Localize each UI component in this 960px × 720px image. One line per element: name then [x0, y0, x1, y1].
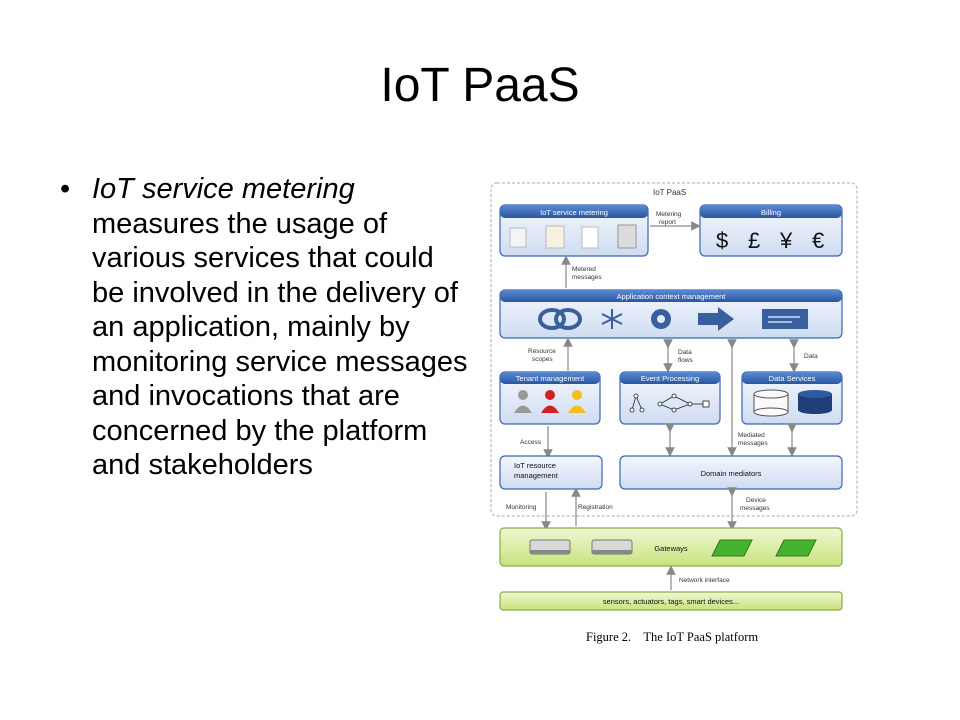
user-icon-red [541, 390, 559, 413]
data-services-title: Data Services [769, 374, 816, 383]
bullet-emphasis: IoT service metering [92, 173, 355, 205]
dollar-symbol: $ [716, 228, 728, 253]
data-flows-label-2: flows [678, 357, 694, 364]
slide-title: IoT PaaS [380, 59, 580, 112]
gear-icon [651, 309, 671, 329]
tenant-box: Tenant management [499, 371, 601, 425]
network-interface-label: Network interface [679, 577, 730, 584]
metered-messages-label-2: messages [572, 274, 602, 281]
yen-symbol: ¥ [779, 228, 793, 253]
app-context-title: Application context management [617, 292, 727, 301]
tenant-title: Tenant management [516, 374, 585, 383]
event-processing-box: Event Processing [619, 371, 721, 425]
sensors-box: sensors, actuators, tags, smart devices.… [499, 591, 843, 611]
gateways-title: Gateways [654, 544, 688, 553]
meter-icon-3 [581, 226, 599, 249]
server-icon-1 [529, 539, 571, 555]
bullet-marker: • [60, 173, 71, 205]
pound-symbol: £ [748, 228, 760, 253]
figure-caption: Figure 2. The IoT PaaS platform [586, 630, 759, 644]
billing-title: Billing [761, 208, 781, 217]
router-icon-2 [775, 539, 817, 557]
mediated-messages-label-2: messages [738, 440, 768, 447]
data-services-box: Data Services [741, 371, 843, 425]
domain-mediators-box: Domain mediators [619, 455, 843, 490]
access-label: Access [520, 439, 542, 446]
event-processing-title: Event Processing [641, 374, 699, 383]
network-icon [601, 309, 623, 329]
iot-paas-diagram: IoT PaaS IoT service metering Billing $ … [490, 182, 858, 611]
forward-arrow-icon [698, 307, 734, 331]
database-icon-dark [798, 390, 832, 414]
calculator-icon [617, 224, 637, 249]
device-messages-label-1: Device [746, 497, 766, 504]
bullet-text: IoT service metering measures the usage … [92, 172, 472, 483]
metering-box: IoT service metering [499, 204, 649, 257]
document-icon [762, 309, 808, 329]
billing-box: Billing $ £ ¥ € [699, 204, 843, 257]
metered-messages-label-1: Metered [572, 266, 596, 273]
database-icon-light [753, 389, 789, 417]
bullet-body: measures the usage of various services t… [92, 207, 468, 482]
domain-mediators-title: Domain mediators [701, 469, 762, 478]
euro-symbol: € [812, 228, 824, 253]
meter-icon-2 [545, 225, 565, 249]
data-flows-label-1: Data [678, 349, 692, 356]
data-label: Data [804, 353, 818, 360]
device-messages-label-2: messages [740, 505, 770, 512]
monitoring-label: Monitoring [506, 504, 537, 511]
iot-paas-container [490, 182, 858, 517]
user-icon-grey [514, 390, 532, 413]
iot-resource-title-1: IoT resource [514, 461, 556, 470]
resource-scopes-label-1: Resource [528, 348, 556, 355]
metering-report-label-2: report [659, 219, 676, 226]
gateways-box: Gateways [499, 527, 843, 567]
router-icon-1 [711, 539, 753, 557]
metering-report-label-1: Metering [656, 211, 682, 218]
user-icon-yellow [568, 390, 586, 413]
flow-graph-icon [629, 393, 710, 413]
meter-icon-1 [509, 227, 527, 248]
metering-title: IoT service metering [540, 208, 608, 217]
iot-resource-title-2: management [514, 471, 559, 480]
rings-icon [538, 308, 582, 330]
mediated-messages-label-1: Mediated [738, 432, 765, 439]
container-label: IoT PaaS [653, 188, 686, 197]
iot-resource-box: IoT resource management [499, 455, 603, 490]
resource-scopes-label-2: scopes [532, 356, 553, 363]
registration-label: Registration [578, 504, 613, 511]
server-icon-2 [591, 539, 633, 555]
app-context-box: Application context management [499, 289, 843, 339]
sensors-title: sensors, actuators, tags, smart devices.… [603, 597, 739, 606]
